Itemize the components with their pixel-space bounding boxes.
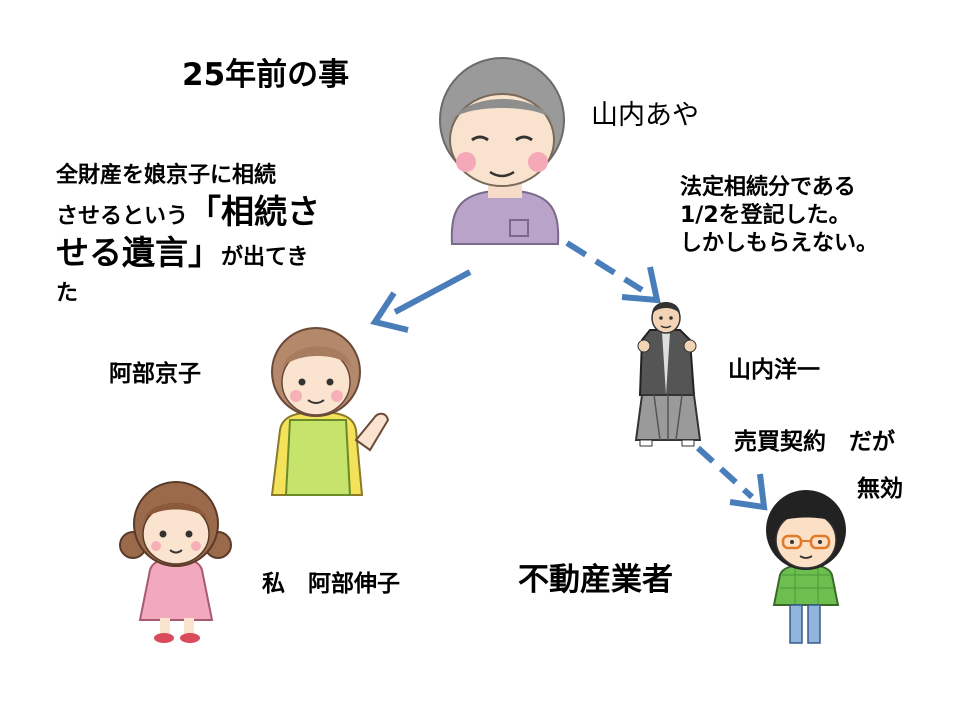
yoichi-illustration xyxy=(634,302,702,447)
registration-line-3: しかしもらえない。 xyxy=(680,231,879,256)
arrow-to-kyoko xyxy=(370,269,472,333)
will-line-2-big: 「相続さ xyxy=(188,192,321,231)
will-line-3-small: が出てき xyxy=(221,245,309,270)
label-invalid: 無効 xyxy=(857,476,903,502)
registration-description: 法定相続分である 1/2を登記した。 しかしもらえない。 xyxy=(680,174,878,258)
label-contract: 売買契約 だが xyxy=(734,429,895,455)
registration-line-2: 1/2を登記した。 xyxy=(680,203,851,228)
will-line-2-small: させるという xyxy=(56,204,189,229)
will-line-1: 全財産を娘京子に相続 xyxy=(56,163,277,188)
page-title: 25年前の事 xyxy=(182,57,350,93)
will-line-3: せる遺言」が出てき xyxy=(56,235,320,276)
label-grandmother: 山内あや xyxy=(591,100,699,131)
label-uncle: 山内洋一 xyxy=(728,357,820,383)
label-mother: 阿部京子 xyxy=(109,361,201,387)
arrow-to-yoichi xyxy=(565,240,661,304)
label-agent: 不動産業者 xyxy=(518,562,673,598)
will-line-4: た xyxy=(56,281,79,306)
will-line-2: させるという「相続さ xyxy=(56,194,320,235)
label-me: 私 阿部伸子 xyxy=(262,571,400,597)
registration-line-1: 法定相続分である xyxy=(680,175,856,200)
agent-illustration xyxy=(766,490,846,644)
kyoko-illustration xyxy=(270,327,390,496)
grandmother-illustration xyxy=(439,57,565,245)
arrow-to-agent xyxy=(695,445,768,511)
will-line-3-big: せる遺言」 xyxy=(56,233,221,272)
will-description: 全財産を娘京子に相続 させるという「相続さ せる遺言」が出てき た xyxy=(56,158,320,312)
nobuko-illustration xyxy=(119,481,232,643)
